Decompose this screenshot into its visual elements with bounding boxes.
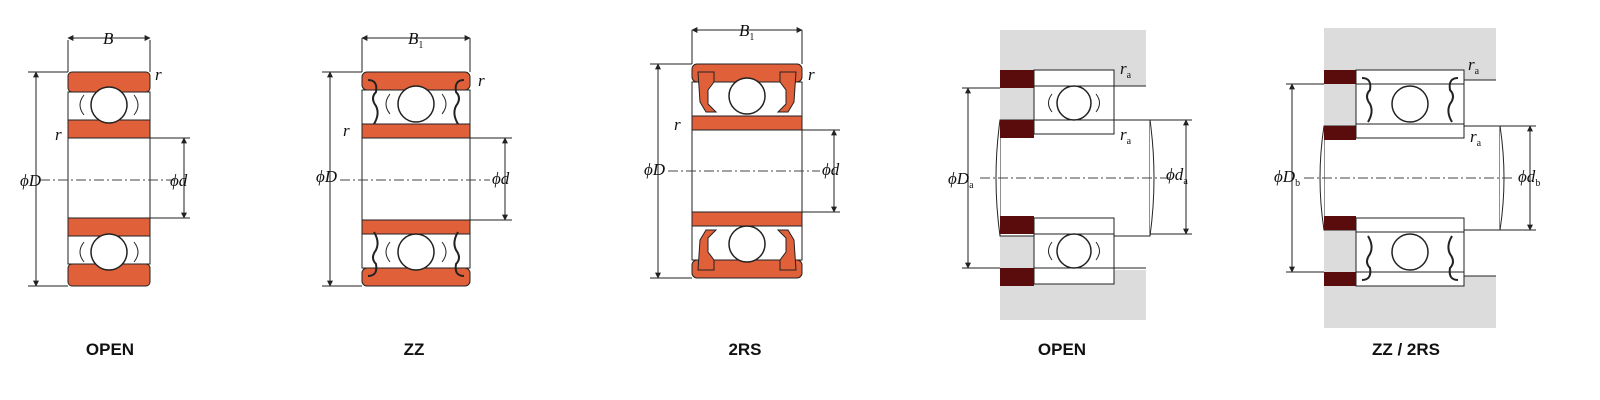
dim-ra-label-top: ra — [1468, 55, 1480, 77]
ball-top — [1391, 85, 1429, 123]
panel-zz-2rs-mounting: ra ra ϕDb ϕdb — [1274, 28, 1540, 328]
dim-D-label: ϕD — [316, 167, 338, 186]
dim-r-label-inner: r — [343, 121, 350, 140]
shield-right-top — [453, 79, 465, 125]
abutment-bottom-outer — [1000, 268, 1034, 286]
ball-top — [90, 86, 128, 124]
ball-bottom — [90, 233, 128, 271]
abutment-top-outer — [1000, 70, 1034, 88]
abutment-bottom-inner — [1324, 216, 1356, 230]
dim-Db-label: ϕDb — [1274, 167, 1300, 189]
dim-Da-label: ϕDa — [948, 169, 974, 191]
ball-bottom — [728, 225, 766, 263]
abutment-top-outer — [1324, 70, 1356, 84]
ball-bottom — [1391, 233, 1429, 271]
dim-d-label: ϕd — [492, 169, 510, 188]
shield-left-bottom — [367, 231, 379, 277]
shield-left-top — [1361, 77, 1373, 123]
abutment-top-inner — [1324, 126, 1356, 140]
caption-2rs: 2RS — [728, 340, 762, 359]
caption-zz: ZZ — [403, 340, 425, 359]
seal-left-top — [697, 71, 718, 113]
inner-ring-top — [691, 115, 803, 131]
panel-2rs-bearing: B1 r r ϕD ϕd — [644, 21, 840, 279]
dim-da-label: ϕda — [1166, 165, 1188, 187]
dim-ra-label-inner: ra — [1470, 127, 1482, 149]
panel-zz-bearing: B1 r r ϕD ϕd — [316, 29, 512, 287]
abutment-bottom-inner — [1000, 216, 1034, 234]
dim-r-label: r — [478, 71, 485, 90]
caption-open: OPEN — [85, 340, 135, 359]
dim-r-label: r — [155, 65, 162, 84]
dim-D-label: ϕD — [20, 171, 42, 190]
dim-B-label: B — [103, 29, 114, 48]
dim-B1-label: B1 — [408, 29, 423, 51]
inner-ring-bottom — [361, 219, 471, 235]
shield-right-bottom — [453, 231, 465, 277]
ball-bottom — [1056, 233, 1092, 269]
ball-bottom — [397, 233, 435, 271]
ball-top — [397, 85, 435, 123]
shield-left-top — [367, 79, 379, 125]
dim-r-label-inner: r — [55, 125, 62, 144]
dim-ra-label-inner: ra — [1120, 125, 1132, 147]
dim-r-label: r — [808, 65, 815, 84]
inner-ring-bottom — [691, 211, 803, 227]
caption-open-mounting: OPEN — [1037, 340, 1087, 359]
dim-d-label: ϕd — [170, 171, 188, 190]
dim-r-label-inner: r — [674, 115, 681, 134]
panel-open-mounting: ra ra ϕDa ϕda — [948, 30, 1192, 320]
ball-top — [728, 77, 766, 115]
dim-d-label: ϕd — [822, 160, 840, 179]
ball-top — [1056, 85, 1092, 121]
seal-right-bottom — [776, 229, 797, 271]
shield-right-top — [1447, 77, 1459, 123]
abutment-bottom-outer — [1324, 272, 1356, 286]
seal-left-bottom — [697, 229, 718, 271]
caption-zz-2rs-mounting: ZZ / 2RS — [1371, 340, 1440, 359]
abutment-top-inner — [1000, 120, 1034, 138]
dim-D-label: ϕD — [644, 160, 666, 179]
inner-ring-top — [361, 123, 471, 139]
shield-right-bottom — [1447, 235, 1459, 281]
shield-left-bottom — [1361, 235, 1373, 281]
dim-db-label: ϕdb — [1518, 167, 1540, 189]
seal-right-top — [776, 71, 797, 113]
dim-ra-label-top: ra — [1120, 59, 1132, 81]
panel-open-bearing: B r r ϕD ϕd — [20, 29, 190, 287]
dim-B1-label: B1 — [739, 21, 754, 43]
